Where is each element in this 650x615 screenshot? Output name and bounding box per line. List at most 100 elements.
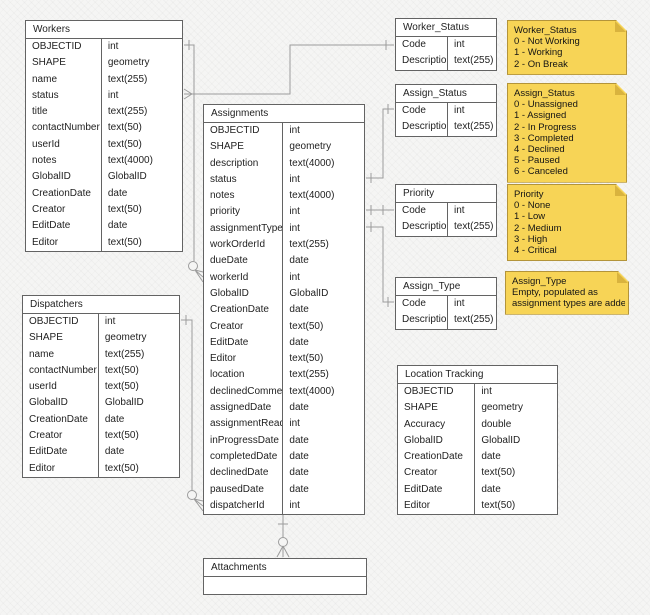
- field-type: int: [107, 41, 119, 52]
- note-item: 3 - High: [514, 233, 548, 245]
- table-assign_type[interactable]: Assign_TypeCodeDescriptioninttext(255): [395, 277, 497, 330]
- field-type: GlobalID: [289, 287, 329, 299]
- connector-workers-assignments: [184, 40, 204, 283]
- note-item: 2 - In Progress: [514, 121, 577, 133]
- field-type: date: [289, 467, 309, 479]
- field-type: int: [481, 386, 492, 397]
- field-name: workOrderId: [210, 239, 266, 251]
- note-title: Worker_Status: [514, 25, 577, 36]
- table-title-worker_status: Worker_Status: [396, 19, 496, 37]
- field-type: double: [481, 418, 512, 430]
- field-type: date: [289, 434, 309, 446]
- field-type: int: [289, 173, 300, 185]
- field-name: priority: [210, 206, 241, 218]
- field-type: int: [289, 206, 300, 218]
- table-title-workers: Workers: [26, 21, 182, 39]
- field-type: text(50): [289, 320, 324, 332]
- table-title-attachments: Attachments: [204, 559, 366, 577]
- field-name: GlobalID: [210, 287, 249, 299]
- note-item: assignment types are added: [512, 298, 625, 310]
- connector-workers-worker-status: [183, 40, 394, 100]
- field-name: assignedDate: [210, 402, 272, 414]
- field-name: SHAPE: [210, 141, 244, 153]
- note-item: 1 - Working: [514, 47, 563, 59]
- field-name-column: CodeDescription: [396, 203, 447, 236]
- note-item: 1 - Assigned: [514, 110, 567, 122]
- field-name: userId: [29, 381, 57, 393]
- field-type: date: [289, 450, 309, 462]
- connector-dispatchers-assignments: [181, 315, 204, 512]
- field-name: assignmentRead: [210, 418, 283, 430]
- zero-circle: [187, 490, 197, 500]
- field-name: completedDate: [210, 450, 278, 462]
- field-name: Editor: [210, 353, 237, 365]
- field-type: date: [289, 402, 309, 414]
- field-name: declinedComment: [210, 385, 283, 397]
- field-name: Editor: [29, 462, 56, 474]
- field-type: GlobalID: [481, 434, 521, 446]
- field-name: Code: [402, 105, 426, 116]
- field-type: GlobalID: [107, 171, 147, 183]
- table-worker_status[interactable]: Worker_StatusCodeDescriptioninttext(255): [395, 18, 497, 71]
- table-fields-priority: CodeDescriptioninttext(255): [396, 203, 496, 236]
- table-title-assign_type: Assign_Type: [396, 278, 496, 296]
- field-name: Code: [402, 298, 426, 309]
- note-title: Assign_Status: [514, 88, 575, 99]
- field-name: SHAPE: [32, 57, 66, 69]
- field-type: text(50): [104, 364, 139, 376]
- field-name: notes: [210, 190, 235, 202]
- table-attachments[interactable]: Attachments: [203, 558, 367, 595]
- field-name: Description: [402, 55, 447, 67]
- field-type: date: [289, 336, 309, 348]
- table-priority[interactable]: PriorityCodeDescriptioninttext(255): [395, 184, 497, 237]
- table-fields-worker_status: CodeDescriptioninttext(255): [396, 37, 496, 70]
- field-name: OBJECTID: [404, 386, 454, 397]
- field-type: text(50): [104, 381, 139, 393]
- field-name: EditDate: [404, 483, 443, 495]
- field-type: text(255): [454, 221, 494, 233]
- field-name: SHAPE: [404, 402, 438, 414]
- zero-circle: [188, 261, 198, 271]
- field-type: text(4000): [107, 155, 153, 167]
- field-name: CreationDate: [32, 187, 91, 199]
- table-assign_status[interactable]: Assign_StatusCodeDescriptioninttext(255): [395, 84, 497, 137]
- field-name: Editor: [404, 500, 431, 512]
- field-type: text(255): [454, 121, 494, 133]
- crowfoot-many: [183, 88, 193, 100]
- field-type: geometry: [481, 402, 523, 414]
- field-name: EditDate: [210, 336, 249, 348]
- note-item: 3 - Completed: [514, 132, 574, 144]
- field-name: inProgressDate: [210, 434, 279, 446]
- note-item: Empty, populated as: [512, 287, 598, 299]
- field-name: notes: [32, 155, 57, 167]
- field-name: workerId: [210, 271, 249, 283]
- field-type: text(50): [104, 430, 139, 442]
- field-type: text(255): [454, 55, 494, 67]
- field-name: contactNumber: [29, 364, 97, 376]
- field-type: text(255): [104, 348, 145, 360]
- field-name: Description: [402, 314, 447, 326]
- field-name: GlobalID: [404, 434, 443, 446]
- field-name: Editor: [32, 236, 59, 248]
- field-name: Creator: [404, 467, 438, 479]
- field-type: text(255): [289, 239, 329, 251]
- field-type: date: [289, 304, 309, 316]
- field-name: CreationDate: [210, 304, 269, 316]
- table-fields-assign_status: CodeDescriptioninttext(255): [396, 103, 496, 136]
- field-type: text(50): [481, 467, 516, 479]
